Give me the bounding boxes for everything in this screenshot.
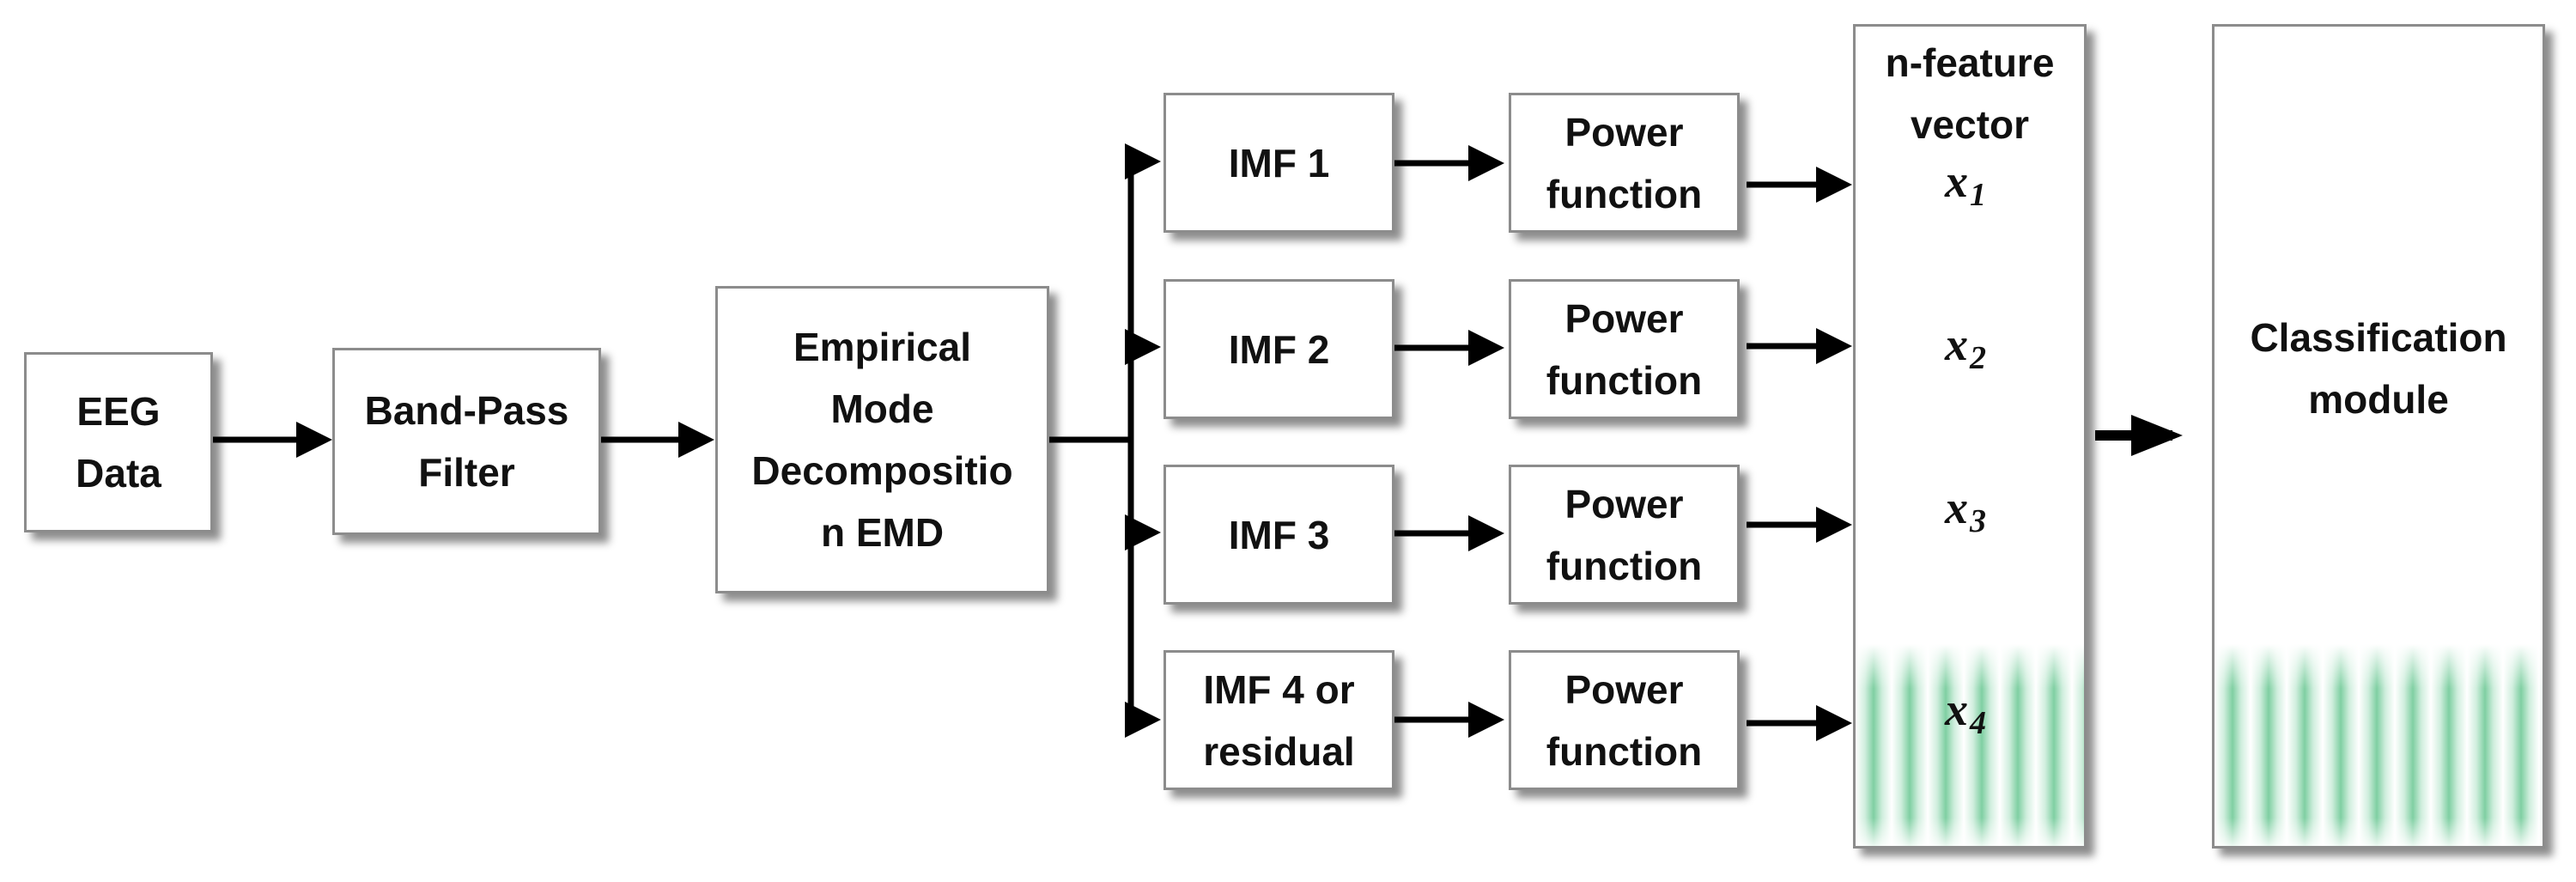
imf2-label: IMF 2 bbox=[1228, 326, 1330, 372]
imf1-label: IMF 1 bbox=[1228, 140, 1330, 186]
feature-x4-symbol: x bbox=[1945, 684, 1968, 735]
imf4-label: IMF 4 or residual bbox=[1203, 666, 1355, 774]
band-pass-filter-block: Band-Pass Filter bbox=[332, 348, 601, 535]
classification-module-title: Classification module bbox=[2250, 315, 2507, 422]
feature-vector-title: n-feature vector bbox=[1885, 40, 2055, 147]
feature-x2-symbol: x bbox=[1945, 319, 1968, 370]
feature-x4: x4 bbox=[1945, 683, 1986, 741]
power-function-label: Power function bbox=[1546, 295, 1703, 403]
power-function-block-3: Power function bbox=[1509, 465, 1740, 605]
power-function-label: Power function bbox=[1546, 666, 1703, 774]
emd-label: Empirical Mode Decompositio n EMD bbox=[751, 325, 1013, 555]
power-function-block-1: Power function bbox=[1509, 93, 1740, 233]
imf1-block: IMF 1 bbox=[1163, 93, 1394, 233]
feature-x4-subscript: 4 bbox=[1970, 705, 1986, 741]
eeg-data-label: EEG Data bbox=[76, 389, 161, 496]
feature-x2-subscript: 2 bbox=[1970, 340, 1986, 376]
power-function-label: Power function bbox=[1546, 109, 1703, 216]
imf3-block: IMF 3 bbox=[1163, 465, 1394, 605]
eeg-data-block: EEG Data bbox=[24, 352, 213, 532]
power-function-label: Power function bbox=[1546, 481, 1703, 588]
feature-x1-subscript: 1 bbox=[1970, 177, 1986, 213]
feature-x2: x2 bbox=[1945, 318, 1986, 376]
power-function-block-4: Power function bbox=[1509, 650, 1740, 790]
feature-x1-symbol: x bbox=[1945, 155, 1968, 207]
power-function-block-2: Power function bbox=[1509, 279, 1740, 419]
feature-x1: x1 bbox=[1945, 155, 1986, 213]
emd-block: Empirical Mode Decompositio n EMD bbox=[715, 286, 1049, 593]
imf2-block: IMF 2 bbox=[1163, 279, 1394, 419]
feature-x3-symbol: x bbox=[1945, 482, 1968, 533]
imf4-block: IMF 4 or residual bbox=[1163, 650, 1394, 790]
classification-module-panel bbox=[2212, 24, 2545, 849]
imf3-label: IMF 3 bbox=[1228, 512, 1330, 557]
feature-x3: x3 bbox=[1945, 481, 1986, 539]
band-pass-filter-label: Band-Pass Filter bbox=[364, 388, 569, 495]
feature-x3-subscript: 3 bbox=[1970, 503, 1986, 539]
feature-vector-panel bbox=[1853, 24, 2087, 849]
